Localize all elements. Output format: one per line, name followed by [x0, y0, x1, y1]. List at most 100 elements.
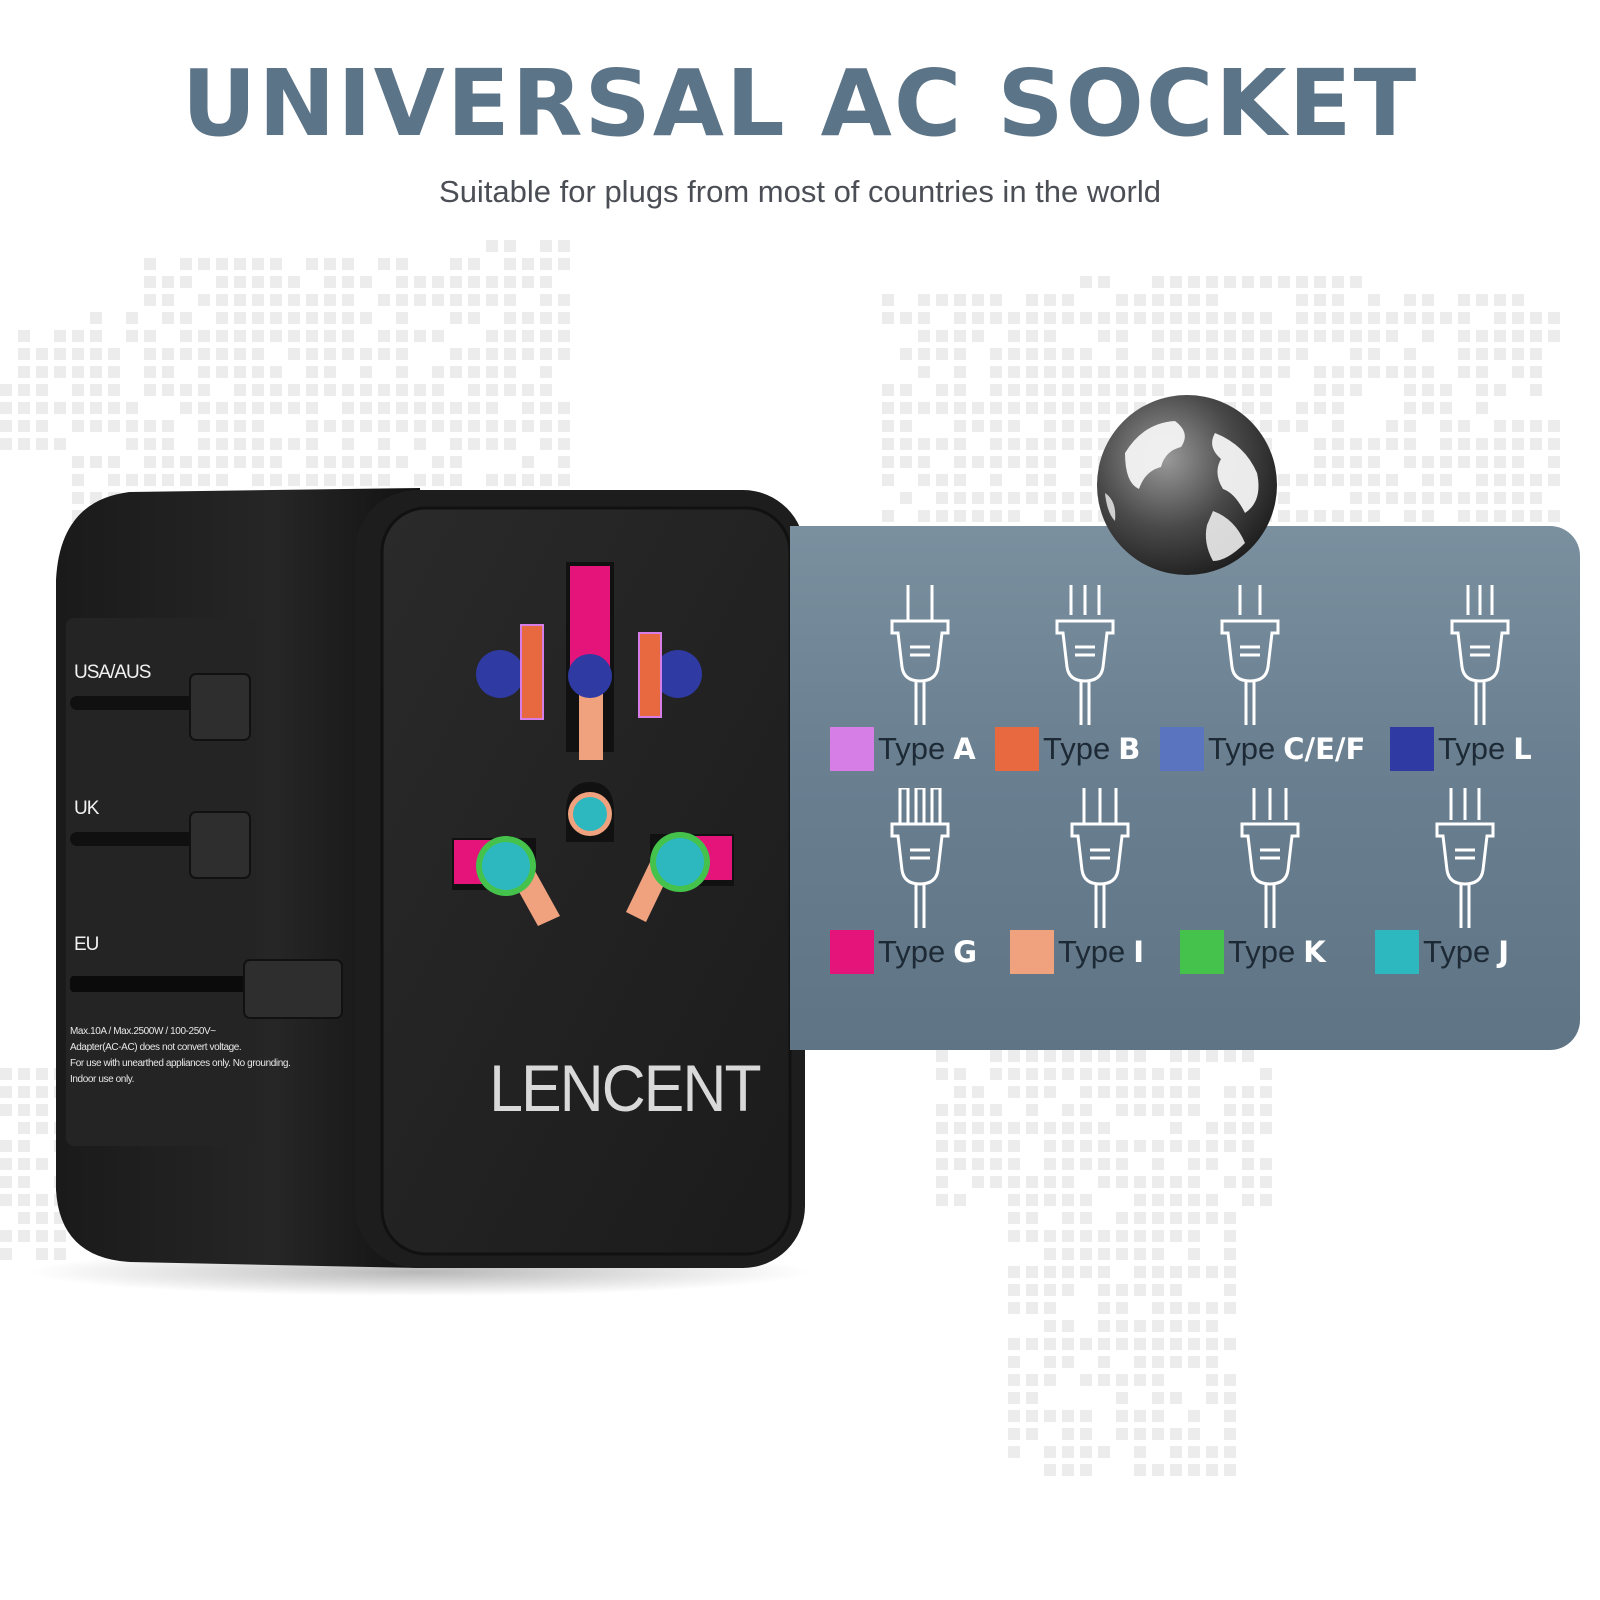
map-dot — [1512, 294, 1524, 306]
map-dot — [180, 276, 192, 288]
map-dot — [1080, 1068, 1092, 1080]
map-dot — [1278, 492, 1290, 504]
map-dot — [936, 1050, 948, 1062]
map-dot — [1224, 1374, 1236, 1386]
map-dot — [378, 474, 390, 486]
map-dot — [1062, 510, 1074, 522]
map-dot — [1422, 312, 1434, 324]
map-dot — [1044, 366, 1056, 378]
map-dot — [360, 474, 372, 486]
map-dot — [1368, 330, 1380, 342]
map-dot — [1422, 294, 1434, 306]
map-dot — [1008, 366, 1020, 378]
map-dot — [1206, 294, 1218, 306]
map-dot — [486, 384, 498, 396]
map-dot — [1188, 1050, 1200, 1062]
map-dot — [432, 402, 444, 414]
map-dot — [252, 420, 264, 432]
map-dot — [1548, 330, 1560, 342]
map-dot — [936, 294, 948, 306]
map-dot — [1314, 366, 1326, 378]
map-dot — [1404, 402, 1416, 414]
map-dot — [504, 330, 516, 342]
map-dot — [468, 402, 480, 414]
map-dot — [900, 402, 912, 414]
map-dot — [0, 402, 12, 414]
map-dot — [1152, 276, 1164, 288]
map-dot — [486, 348, 498, 360]
map-dot — [522, 402, 534, 414]
map-dot — [396, 330, 408, 342]
map-dot — [540, 276, 552, 288]
map-dot — [1404, 294, 1416, 306]
map-dot — [342, 474, 354, 486]
map-dot — [1008, 1230, 1020, 1242]
map-dot — [144, 456, 156, 468]
map-dot — [162, 456, 174, 468]
map-dot — [234, 420, 246, 432]
map-dot — [1098, 1050, 1110, 1062]
map-dot — [1098, 1356, 1110, 1368]
map-dot — [1026, 1428, 1038, 1440]
map-dot — [1224, 276, 1236, 288]
map-dot — [1368, 348, 1380, 360]
map-dot — [1026, 1104, 1038, 1116]
map-dot — [522, 276, 534, 288]
map-dot — [270, 258, 282, 270]
map-dot — [1008, 456, 1020, 468]
type-word: Type — [1058, 934, 1126, 969]
map-dot — [18, 330, 30, 342]
map-dot — [918, 312, 930, 324]
map-dot — [1170, 348, 1182, 360]
map-dot — [1062, 1284, 1074, 1296]
map-dot — [1026, 312, 1038, 324]
map-dot — [954, 1122, 966, 1134]
map-dot — [1206, 1140, 1218, 1152]
type-code: G — [953, 935, 978, 969]
map-dot — [990, 474, 1002, 486]
map-dot — [1332, 510, 1344, 522]
map-dot — [1062, 1194, 1074, 1206]
map-dot — [90, 348, 102, 360]
map-dot — [1134, 1104, 1146, 1116]
map-dot — [558, 474, 570, 486]
map-dot — [1296, 312, 1308, 324]
map-dot — [1026, 330, 1038, 342]
map-dot — [1458, 438, 1470, 450]
map-dot — [990, 438, 1002, 450]
map-dot — [1440, 438, 1452, 450]
map-dot — [1026, 1284, 1038, 1296]
map-dot — [90, 330, 102, 342]
map-dot — [1188, 1338, 1200, 1350]
map-dot — [1368, 510, 1380, 522]
map-dot — [1314, 330, 1326, 342]
map-dot — [342, 384, 354, 396]
map-dot — [306, 294, 318, 306]
map-dot — [1512, 312, 1524, 324]
map-dot — [1206, 1464, 1218, 1476]
map-dot — [918, 474, 930, 486]
map-dot — [234, 312, 246, 324]
travel-adapter-image: USA/AUS UK EU Max.10A / Max.2500W / 100-… — [0, 0, 820, 1300]
map-dot — [936, 384, 948, 396]
map-dot — [216, 366, 228, 378]
map-dot — [540, 474, 552, 486]
map-dot — [1224, 1446, 1236, 1458]
map-dot — [1134, 1230, 1146, 1242]
map-dot — [1134, 1338, 1146, 1350]
map-dot — [18, 402, 30, 414]
map-dot — [342, 438, 354, 450]
map-dot — [1008, 1428, 1020, 1440]
map-dot — [108, 384, 120, 396]
map-dot — [1008, 1158, 1020, 1170]
map-dot — [324, 330, 336, 342]
map-dot — [1206, 330, 1218, 342]
map-dot — [900, 456, 912, 468]
map-dot — [1350, 474, 1362, 486]
map-dot — [882, 312, 894, 324]
map-dot — [1188, 1158, 1200, 1170]
map-dot — [1062, 366, 1074, 378]
map-dot — [1206, 1338, 1218, 1350]
map-dot — [1080, 1158, 1092, 1170]
map-dot — [1206, 1158, 1218, 1170]
